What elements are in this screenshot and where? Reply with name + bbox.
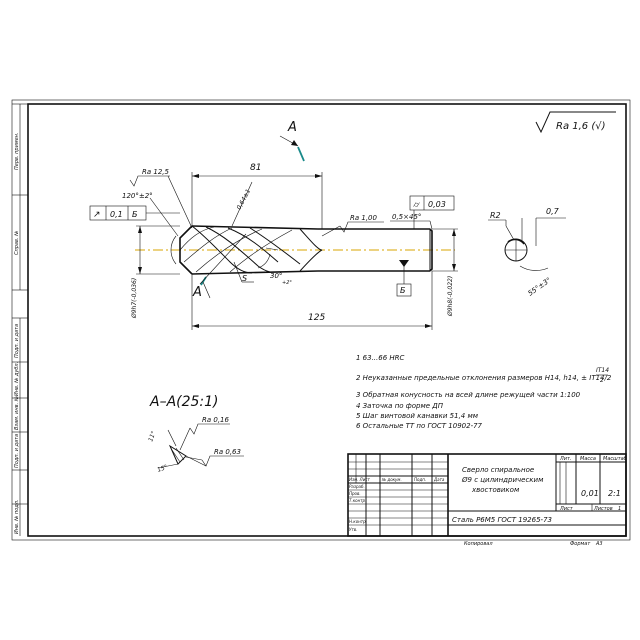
inner-border bbox=[27, 103, 627, 537]
section-a-a: A–A(25:1) 11° 15° Ra 0,16 Ra 0,63 bbox=[147, 394, 244, 474]
section-title: A–A(25:1) bbox=[149, 394, 219, 410]
dim-81: 81 bbox=[250, 163, 261, 173]
svg-text:0,1: 0,1 bbox=[110, 210, 123, 219]
dim-0-7: 0,7 bbox=[546, 207, 560, 216]
scale-value: 2:1 bbox=[608, 489, 621, 498]
svg-text:Копировал: Копировал bbox=[464, 541, 493, 547]
svg-text:№ докум.: № докум. bbox=[381, 477, 402, 482]
svg-text:Пров.: Пров. bbox=[349, 491, 361, 496]
dim-angle-11: 11° bbox=[147, 430, 157, 442]
part-name-2: Ø9 с цилиндрическим bbox=[461, 476, 544, 484]
stamp-inv-podl: Инв. № подл. bbox=[14, 500, 20, 535]
dim-angle-55: 55°±3° bbox=[527, 276, 553, 298]
note-3: 3 Обратная конусность на всей длине режу… bbox=[356, 391, 581, 399]
tolerance-frame-left: ↗ 0,1 Б bbox=[89, 205, 180, 221]
svg-text:Разраб.: Разраб. bbox=[349, 484, 365, 489]
dim-angle-120: 120°±2° bbox=[122, 192, 153, 200]
svg-text:А3: А3 bbox=[595, 541, 603, 547]
svg-text:A: A bbox=[287, 120, 297, 135]
dim-angle-15: 15° bbox=[156, 464, 168, 474]
section-mark-top: A bbox=[279, 120, 305, 162]
note-4: 4 Заточка по форме ДП bbox=[356, 402, 444, 410]
part-name-3: хвостовиком bbox=[471, 486, 520, 494]
stamp-sprav: Справ. № bbox=[14, 231, 20, 255]
mass-value: 0,01 bbox=[581, 489, 599, 498]
material: Сталь Р6М5 ГОСТ 19265-73 bbox=[452, 516, 552, 524]
svg-text:Масштаб: Масштаб bbox=[603, 456, 627, 462]
dim-chamfer: 0,5×45° bbox=[392, 213, 421, 221]
svg-text:⌭: ⌭ bbox=[413, 200, 420, 209]
svg-text:Н.контр.: Н.контр. bbox=[349, 519, 367, 524]
general-roughness: Ra 1,6 (√) bbox=[535, 111, 616, 134]
svg-text:Изм. Лист: Изм. Лист bbox=[349, 477, 370, 482]
svg-text:Дата: Дата bbox=[433, 477, 445, 482]
technical-notes: 1 63...66 HRC 2 Неуказанные предельные о… bbox=[356, 354, 612, 430]
roughness-1-00: Ra 1,00 bbox=[350, 214, 378, 222]
stamp-podp-data-2: Подп. и дата bbox=[14, 434, 20, 468]
dim-dia-right: Ø9h8(-0,022) bbox=[447, 276, 454, 317]
svg-text:Листов: Листов bbox=[593, 506, 613, 512]
svg-text:↗: ↗ bbox=[93, 210, 101, 220]
outer-border bbox=[11, 99, 631, 541]
svg-text:Лист: Лист bbox=[559, 506, 574, 512]
note-2: 2 Неуказанные предельные отклонения разм… bbox=[356, 374, 612, 382]
dim-angle-30: 30° bbox=[270, 272, 282, 280]
svg-text:Масса: Масса bbox=[580, 456, 596, 462]
svg-text:0,03: 0,03 bbox=[428, 200, 446, 209]
svg-text:Подп.: Подп. bbox=[414, 477, 426, 482]
title-block: Изм. Лист № докум. Подп. Дата Разраб. Пр… bbox=[347, 453, 627, 547]
end-view-detail: R2 0,7 55°±3° bbox=[488, 207, 566, 298]
svg-text:1: 1 bbox=[618, 506, 621, 512]
dim-angle-30-tol: +2° bbox=[282, 280, 292, 286]
dim-125: 125 bbox=[308, 313, 325, 323]
svg-text:Лит.: Лит. bbox=[559, 456, 572, 462]
stamp-podp-data-1: Подп. и дата bbox=[14, 324, 20, 358]
side-stamp: Перв. примен. Справ. № Подп. и дата Инв.… bbox=[12, 103, 28, 536]
note-1: 1 63...66 HRC bbox=[356, 354, 405, 362]
stamp-perv-primen: Перв. примен. bbox=[14, 132, 20, 170]
main-view-dimensions: 81 125 Ø9h7(-0,036) Ø9h8(-0,022) 120°±2°… bbox=[122, 163, 458, 330]
section-mark-bottom: A bbox=[192, 276, 211, 300]
roughness-0-16: Ra 0,16 bbox=[202, 416, 230, 424]
svg-text:A: A bbox=[192, 285, 202, 300]
datum-b: Б bbox=[400, 286, 406, 295]
note-2-it14: IT14 bbox=[596, 367, 609, 374]
dim-r2: R2 bbox=[490, 211, 501, 220]
note-6: 6 Остальные ТТ по ГОСТ 10902-77 bbox=[356, 422, 483, 430]
stamp-vzam-inv: Взам. инв. № bbox=[14, 396, 20, 430]
part-name-1: Сверло спиральное bbox=[462, 466, 534, 474]
roughness-0-63: Ra 0,63 bbox=[214, 448, 241, 456]
svg-text:Т.контр.: Т.контр. bbox=[349, 498, 366, 503]
drill-main-view bbox=[135, 225, 455, 285]
dim-dia-left: Ø9h7(-0,036) bbox=[131, 278, 138, 319]
roughness-12-5: Ra 12,5 bbox=[142, 168, 170, 176]
dim-0-64: 0,64±1 bbox=[236, 188, 253, 211]
note-5: 5 Шаг винтовой канавки 51,4 мм bbox=[356, 412, 479, 420]
svg-text:Б: Б bbox=[132, 210, 138, 219]
svg-text:Утв.: Утв. bbox=[349, 527, 357, 532]
svg-text:Формат: Формат bbox=[570, 541, 591, 547]
tolerance-frame-right: ⌭ 0,03 bbox=[409, 195, 455, 229]
note-2-it14-den: 2 bbox=[600, 377, 604, 384]
dim-s: S bbox=[242, 274, 247, 283]
stamp-inv-dubl: Инв. № дубл. bbox=[14, 362, 20, 396]
general-roughness-text: Ra 1,6 (√) bbox=[556, 121, 606, 132]
